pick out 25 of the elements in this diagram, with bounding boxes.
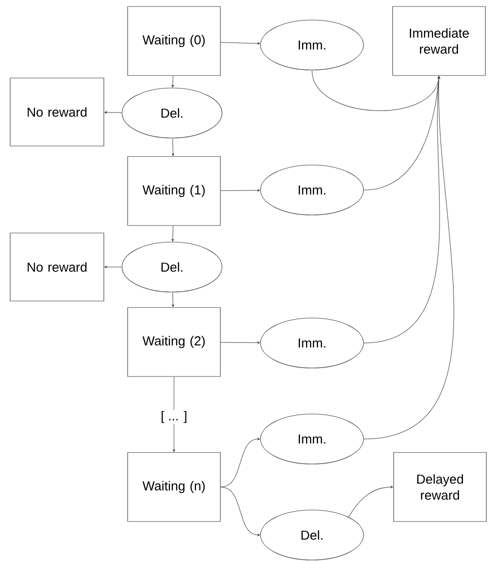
process-box: Waiting (2) [127, 307, 221, 377]
arrow [172, 76, 174, 88]
arrow [172, 424, 176, 452]
process-box: Waiting (0) [127, 6, 221, 76]
process-box: Delayed reward [393, 452, 487, 522]
arrow [104, 111, 122, 114]
arrow [172, 138, 174, 156]
arrow [220, 189, 260, 192]
arrow [172, 292, 174, 307]
arrow [172, 226, 174, 242]
arrow [348, 486, 394, 518]
arrow [220, 438, 260, 488]
arrow [364, 76, 454, 440]
process-box: Waiting (1) [127, 156, 221, 226]
arrow [312, 70, 440, 111]
process-box: No reward [10, 232, 104, 302]
arrow [104, 266, 122, 268]
arrow [220, 341, 260, 344]
process-box: Immediate reward [392, 6, 486, 76]
arrow [220, 486, 260, 536]
process-box: No reward [10, 78, 104, 146]
arrow [220, 42, 260, 45]
ellipsis-text: [ ... ] [162, 410, 186, 424]
process-box: Waiting (n) [127, 452, 221, 522]
arrow [364, 76, 440, 344]
